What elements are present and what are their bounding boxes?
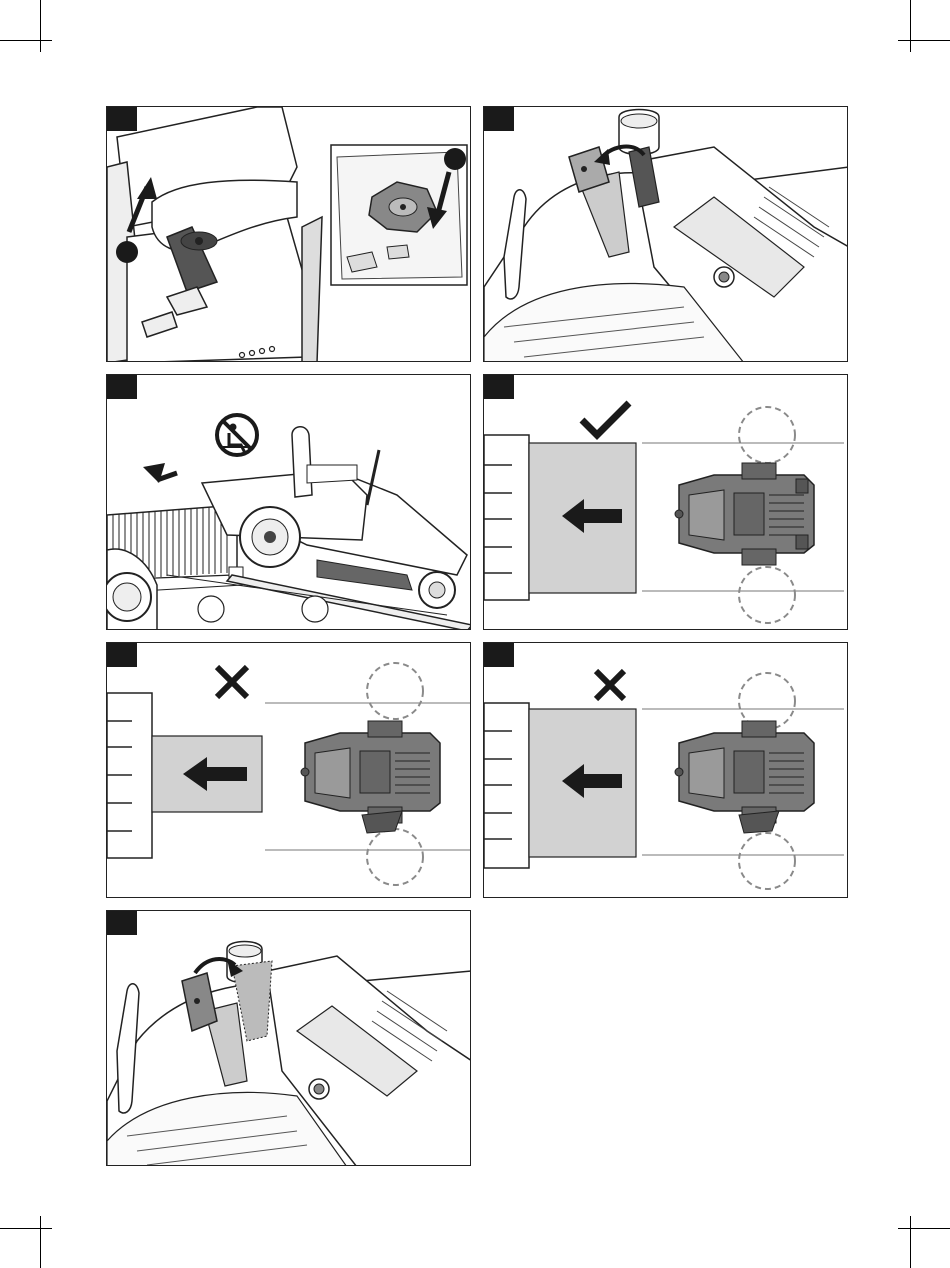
crop-mark-bottom-left-v [40,1216,41,1268]
panel-5 [106,642,471,898]
crop-mark-top-left-v [40,0,41,52]
mower-top-view [675,463,814,565]
panel-6 [483,642,848,898]
crop-mark-bottom-right-v [910,1216,911,1268]
step-tab-3 [107,375,137,399]
mower-top-view [301,721,440,833]
correct-ramp-alignment [484,375,848,630]
step-tab-2 [484,107,514,131]
strap-release-illustration [107,911,471,1166]
no-rider-prohibition-icon [217,415,257,455]
step-tab-7 [107,911,137,935]
check-mark-icon [582,403,629,435]
step-tab-4 [484,375,514,399]
mower-on-ramp-illustration [107,375,471,630]
panel-2 [483,106,848,362]
crop-mark-top-right-v [910,0,911,52]
panel-4 [483,374,848,630]
step-tab-6 [484,643,514,667]
crop-mark-top-right-h [898,40,950,41]
narrow-ramp-alignment [107,643,471,898]
step-tab-5 [107,643,137,667]
panel-3 [106,374,471,630]
crop-mark-top-left-h [0,40,52,41]
panel-1 [106,106,471,362]
cross-mark-icon [596,671,624,699]
mower-top-view [675,721,814,833]
crop-mark-bottom-left-h [0,1228,52,1229]
battery-removal-illustration [107,107,471,362]
crop-mark-bottom-right-h [898,1228,950,1229]
step-tab-1 [107,107,137,131]
cross-mark-icon [217,667,247,697]
panel-7 [106,910,471,1166]
misaligned-ramp [484,643,848,898]
seat-belt-strap-illustration [484,107,848,362]
